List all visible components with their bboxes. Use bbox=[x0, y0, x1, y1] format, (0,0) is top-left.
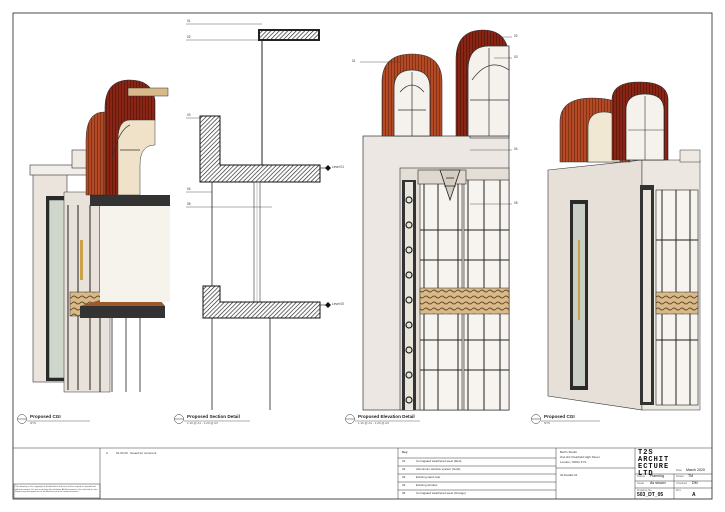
view-cgi-left bbox=[29, 79, 170, 393]
section-tag-5: 05 bbox=[187, 202, 191, 206]
check-label: Checked bbox=[676, 481, 688, 485]
view-scale-2: 1:10 @ A1 - 1:20 @ A3 bbox=[187, 421, 218, 425]
drawing-number: 503_DT_05 bbox=[637, 492, 664, 498]
rev-value: A bbox=[692, 492, 696, 498]
title-strip-lines bbox=[13, 447, 712, 499]
view-scale-4: NTS bbox=[544, 421, 550, 425]
key-text-2: Aluminium window system (Gold) bbox=[416, 467, 461, 471]
key-num-2: 02 bbox=[402, 467, 406, 471]
view-scale-3: 1:10 @ A1 - 1:20 @ A3 bbox=[358, 421, 389, 425]
logo-line-3: ECTURE bbox=[638, 463, 670, 471]
elevation-tag-1: 01 bbox=[352, 59, 356, 63]
scale-value: As shown bbox=[650, 481, 666, 485]
key-text-3: Existing sand cast bbox=[416, 475, 441, 479]
view-elevation-detail bbox=[360, 29, 512, 411]
project-name: Berlin Studio bbox=[560, 450, 578, 454]
view-title-1: Proposed CGI bbox=[30, 414, 61, 419]
date-value: March 2020 bbox=[686, 468, 705, 472]
revision-date: 01.03.20 bbox=[116, 451, 128, 455]
drawing-title: 3d Details 01 bbox=[560, 473, 578, 477]
project-address-2: London, NW11 4YS bbox=[560, 460, 587, 464]
drawn-label: Drawn bbox=[676, 474, 685, 478]
drawing-notes: This drawing is the copyright of the Arc… bbox=[15, 486, 98, 494]
revision-description: Issued for comment bbox=[130, 451, 157, 455]
check-value: DM bbox=[692, 481, 698, 485]
elevation-tag-5: 05 bbox=[514, 201, 518, 205]
elevation-tag-4: 04 bbox=[514, 147, 518, 151]
status-value: Planning bbox=[650, 474, 664, 478]
key-text-1: Corrugated weathered steel (Red) bbox=[416, 459, 462, 463]
revision-rev: A bbox=[106, 451, 109, 455]
section-tag-4: 04 bbox=[187, 187, 191, 191]
company-logo: T2S ARCHIT ECTURE LTD bbox=[638, 450, 669, 478]
section-tag-1: 01 bbox=[187, 19, 191, 23]
view-scale-1: NTS bbox=[30, 421, 36, 425]
logo-line-2: ARCHIT bbox=[638, 456, 670, 464]
view-title-3: Proposed Elevation Detail bbox=[358, 414, 415, 419]
elevation-tag-2: 02 bbox=[514, 34, 518, 38]
elevation-tag-3: 03 bbox=[514, 55, 518, 59]
key-text-4: Existing window bbox=[416, 483, 438, 487]
level-tag-1: Level 01 bbox=[332, 165, 345, 169]
key-num-1: 01 bbox=[402, 459, 406, 463]
scale-label: Scale bbox=[637, 481, 644, 485]
level-tag-2: Level 00 bbox=[332, 302, 345, 306]
key-heading: Key bbox=[402, 450, 408, 454]
view-title-4: Proposed CGI bbox=[544, 414, 575, 419]
key-num-4: 04 bbox=[402, 483, 406, 487]
view-title-2: Proposed Section Detail bbox=[187, 414, 240, 419]
rev-label: Rev bbox=[676, 488, 681, 492]
view-section-detail bbox=[186, 23, 331, 410]
number-label: Drawing No bbox=[637, 488, 652, 492]
project-address-1: 2nd-3rd Clearfield High Street bbox=[560, 455, 600, 459]
logo-line-4: LTD bbox=[638, 470, 654, 478]
status-label: Status bbox=[637, 474, 645, 478]
key-num-3: 03 bbox=[402, 475, 406, 479]
key-text-5: Corrugated weathered steel (Orange) bbox=[416, 491, 466, 495]
section-tag-3: 03 bbox=[187, 113, 191, 117]
date-label: Date bbox=[676, 468, 682, 472]
logo-line-1: T2S bbox=[638, 449, 654, 457]
drawn-value: TM bbox=[688, 474, 694, 478]
section-tag-2: 02 bbox=[187, 35, 191, 39]
key-num-5: 05 bbox=[402, 491, 406, 495]
view-cgi-right bbox=[547, 81, 701, 411]
